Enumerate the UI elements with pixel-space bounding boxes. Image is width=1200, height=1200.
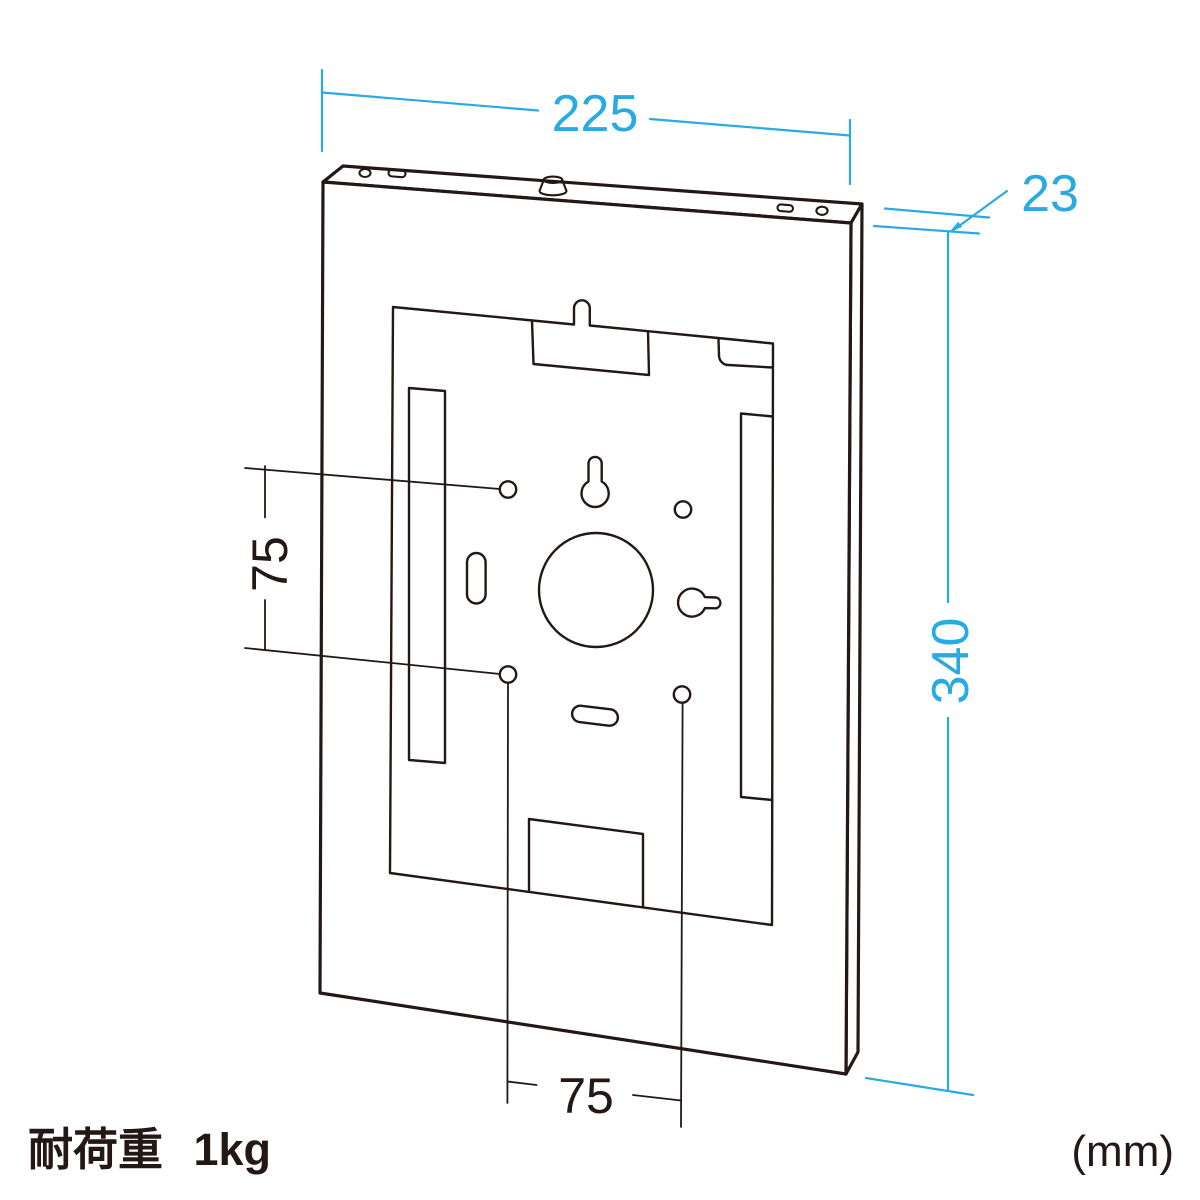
corner-cutout-top-right	[717, 337, 774, 369]
top-opening-cutout	[530, 319, 651, 377]
leader-arrowhead	[949, 221, 962, 232]
lock-button-top	[542, 175, 564, 185]
dim-depth-value: 23	[1021, 165, 1079, 223]
extension-bottom	[864, 1076, 975, 1097]
unit-label: (mm)	[1071, 1127, 1174, 1176]
dim-depth-lines	[872, 189, 1009, 235]
dim-line-left-stub	[506, 1080, 538, 1086]
top-face-features	[358, 167, 829, 216]
pill-slot-left	[465, 551, 487, 605]
side-slot-left	[407, 386, 447, 765]
vesa-hole-top-right	[673, 500, 693, 519]
pill-slot-center	[570, 704, 620, 727]
back-panel	[388, 299, 775, 927]
extension-lower	[872, 224, 981, 235]
dim-line-left-stub	[320, 91, 540, 112]
load-capacity-label: 耐荷重 1kg	[28, 1124, 271, 1175]
leader-bottom	[244, 647, 501, 675]
dim-line-right-stub	[632, 1094, 682, 1102]
keyhole-top-center	[580, 455, 610, 509]
dim-width-value: 225	[552, 85, 639, 143]
dim-height-value: 340	[922, 618, 980, 705]
top-slot-right	[776, 203, 795, 213]
dim-pitch-horizontal-lines	[506, 681, 684, 1128]
dim-pitch-horizontal-value: 75	[558, 1068, 614, 1124]
back-panel-outline	[388, 299, 775, 927]
dim-pitch-vertical-lines	[244, 465, 501, 675]
dim-width-lines	[320, 68, 852, 186]
camera-access-hole	[537, 531, 655, 649]
top-slot-left	[387, 168, 407, 179]
leader-line	[950, 189, 1009, 233]
dim-pitch-vertical-value: 75	[242, 536, 298, 592]
extension-left	[506, 681, 509, 1104]
top-screw-hole-right	[815, 205, 829, 216]
lock-button	[538, 178, 568, 197]
front-face	[318, 180, 853, 1076]
extension-right	[680, 701, 684, 1128]
dim-line-right-stub	[648, 117, 852, 137]
enclosure-body	[318, 164, 864, 1076]
bottom-cutout	[527, 817, 645, 908]
side-slot-right	[739, 412, 774, 802]
dim-height-lines	[864, 230, 975, 1097]
leader-top	[244, 467, 501, 490]
keyhole-right	[676, 587, 722, 618]
top-screw-hole-left	[358, 167, 372, 179]
